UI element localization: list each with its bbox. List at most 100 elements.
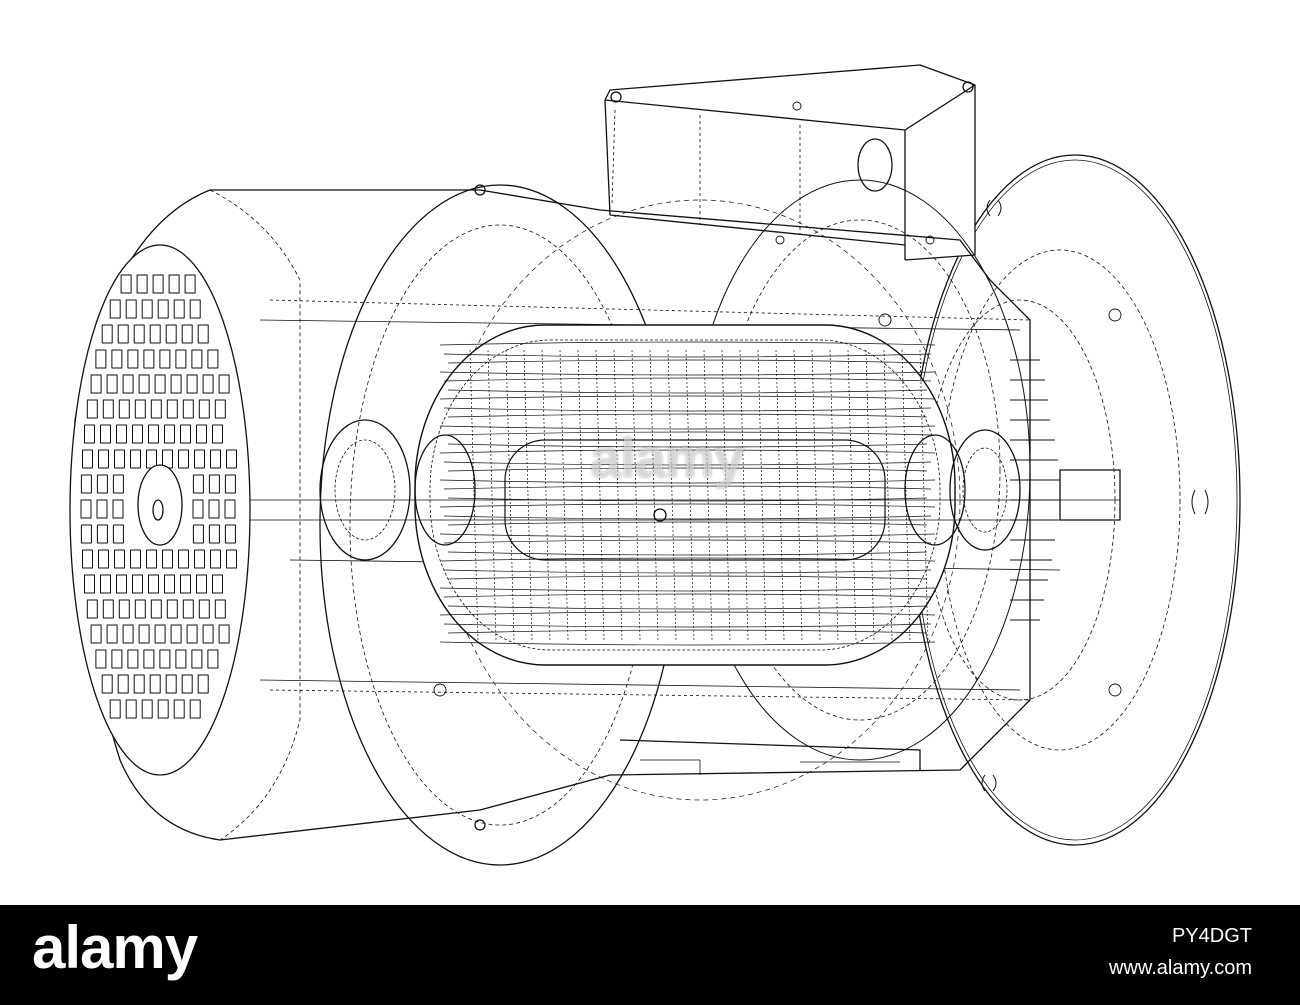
image-id: PY4DGT	[1171, 925, 1252, 947]
slot-line	[757, 349, 767, 641]
grille-slot	[210, 449, 221, 469]
grille-slot	[80, 474, 92, 494]
slot-line	[703, 349, 713, 641]
grille-slot	[189, 699, 201, 719]
grille-slot	[180, 574, 191, 594]
grille-slot	[98, 449, 109, 469]
slot-line	[667, 349, 677, 641]
slot-line	[865, 349, 875, 641]
winding-line	[447, 605, 928, 610]
winding-line	[447, 521, 928, 526]
grille-slot	[111, 649, 123, 669]
grille-slot	[96, 524, 108, 544]
grille-slot	[80, 524, 92, 544]
grille-slot	[117, 674, 129, 694]
grille-slot	[122, 374, 134, 394]
grille-slot	[175, 349, 187, 369]
grille-slot	[181, 324, 193, 344]
grille-slot	[111, 349, 123, 369]
grille-slot	[184, 274, 196, 294]
grille-slot	[112, 474, 124, 494]
grille-slot	[130, 449, 141, 469]
grille-slot	[165, 324, 177, 344]
grille-slot	[170, 374, 182, 394]
winding-line	[447, 389, 928, 394]
grille-slot	[125, 699, 137, 719]
grille-slot	[109, 299, 121, 319]
grille-slot	[90, 624, 102, 644]
grille-slot	[118, 599, 130, 619]
winding-line	[439, 503, 936, 508]
grille-slot	[98, 549, 109, 569]
center-watermark: alamy	[590, 426, 745, 489]
winding-line	[439, 425, 936, 430]
slot-line	[919, 349, 929, 641]
slot-line	[793, 349, 803, 641]
grille-slot	[120, 274, 132, 294]
winding-line	[443, 539, 932, 544]
grille-slot	[132, 574, 143, 594]
slot-line	[613, 349, 623, 641]
grille-slot	[208, 499, 220, 519]
grille-slot	[95, 649, 107, 669]
grille-slot	[114, 449, 125, 469]
grille-slot	[84, 424, 95, 444]
grille-slot	[165, 674, 177, 694]
slot-line	[541, 349, 551, 641]
grille-slot	[141, 699, 153, 719]
grille-slot	[154, 374, 166, 394]
winding-line	[439, 341, 936, 346]
grille-slot	[96, 474, 108, 494]
grille-slot	[157, 299, 169, 319]
grille-slot	[138, 624, 150, 644]
grille-slot	[86, 399, 98, 419]
grille-slot	[212, 424, 223, 444]
motor-drawing	[69, 64, 1241, 866]
winding-line	[447, 467, 928, 472]
winding-line	[447, 497, 928, 502]
grille-slot	[178, 549, 189, 569]
grille-slot	[192, 524, 204, 544]
grille-slot	[159, 649, 171, 669]
grille-slot	[101, 324, 113, 344]
grille-slot	[194, 549, 205, 569]
winding-line	[443, 407, 932, 412]
site-url: www.alamy.com	[1109, 957, 1252, 979]
grille-slot	[191, 649, 203, 669]
grille-slot	[146, 549, 157, 569]
grille-slot	[194, 449, 205, 469]
winding-line	[439, 371, 936, 376]
grille-slot	[95, 349, 107, 369]
slot-line	[595, 349, 605, 641]
grille-slot	[226, 449, 237, 469]
grille-slot	[109, 699, 121, 719]
winding-line	[447, 413, 928, 418]
grille-slot	[175, 649, 187, 669]
bearing-left	[319, 419, 476, 561]
grille-slot	[212, 574, 223, 594]
grille-slot	[86, 599, 98, 619]
motor-housing	[210, 184, 1122, 841]
grille-slot	[148, 424, 159, 444]
grille-slot	[122, 624, 134, 644]
grille-slot	[186, 374, 198, 394]
grille-slot	[214, 599, 226, 619]
grille-slot	[202, 374, 214, 394]
grille-slot	[170, 624, 182, 644]
slot-line	[559, 349, 569, 641]
grille-slot	[143, 649, 155, 669]
slot-line	[631, 349, 641, 641]
winding-line	[447, 551, 928, 556]
grille-slot	[196, 424, 207, 444]
grille-slot	[96, 499, 108, 519]
grille-slot	[134, 399, 146, 419]
grille-slot	[164, 424, 175, 444]
fan-cover	[69, 189, 301, 841]
slot-line	[685, 349, 695, 641]
grille-slot	[141, 299, 153, 319]
winding-line	[443, 515, 932, 520]
grille-slot	[117, 324, 129, 344]
grille-slot	[130, 549, 141, 569]
winding-line	[447, 359, 928, 364]
grille-slot	[150, 399, 162, 419]
